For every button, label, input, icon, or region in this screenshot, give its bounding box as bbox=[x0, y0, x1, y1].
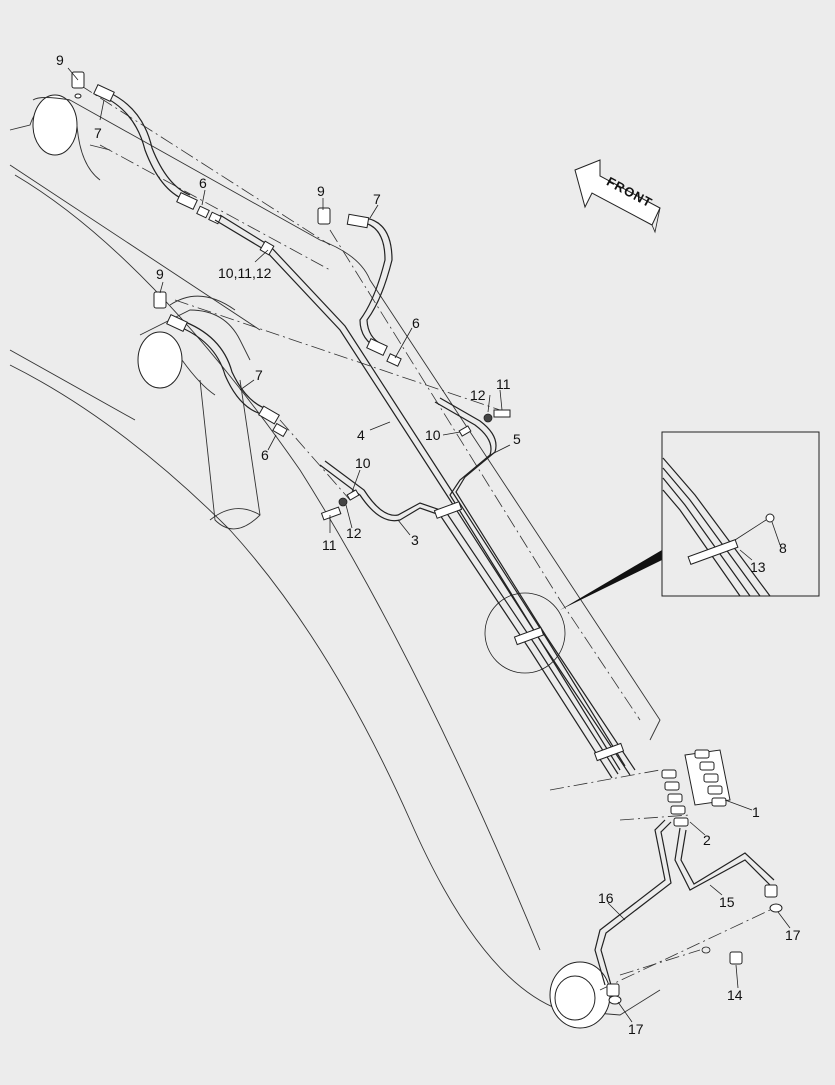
callout-11b: 11 bbox=[322, 537, 337, 553]
pipe-4 bbox=[214, 214, 626, 771]
bolt-set-lower bbox=[320, 489, 360, 521]
callout-14: 14 bbox=[727, 987, 743, 1003]
callout-2: 2 bbox=[703, 832, 711, 848]
front-direction-arrow: FRONT bbox=[574, 159, 661, 234]
boom-outline bbox=[9, 98, 661, 1016]
elbow-fitting-9a bbox=[71, 71, 85, 99]
clamp-a bbox=[259, 240, 275, 256]
manifold-block bbox=[661, 749, 731, 827]
callout-9a: 9 bbox=[56, 52, 64, 68]
callout-1: 1 bbox=[752, 804, 760, 820]
bolt-set-upper bbox=[458, 409, 511, 437]
callout-7b: 7 bbox=[373, 191, 381, 207]
pipe-5 bbox=[434, 397, 636, 776]
hose-middle bbox=[346, 213, 393, 351]
callout-7c: 7 bbox=[255, 367, 263, 383]
centerlines bbox=[79, 84, 771, 991]
callout-6b: 6 bbox=[412, 315, 420, 331]
adapter-6b bbox=[366, 338, 402, 367]
end-fittings bbox=[606, 884, 783, 1005]
callout-8: 8 bbox=[779, 540, 787, 556]
hose-upper bbox=[93, 84, 191, 201]
pipe-16 bbox=[594, 819, 672, 986]
elbow-fitting-9b bbox=[317, 207, 331, 225]
callout-10-11-12: 10,11,12 bbox=[218, 265, 272, 281]
callout-6a: 6 bbox=[199, 175, 207, 191]
callout-12b: 12 bbox=[346, 525, 362, 541]
callout-12a: 12 bbox=[470, 387, 486, 403]
callout-16: 16 bbox=[598, 890, 614, 906]
elbow-fitting-9c bbox=[153, 291, 167, 309]
callout-17b: 17 bbox=[628, 1021, 644, 1037]
pipe-15 bbox=[674, 827, 775, 891]
callout-3: 3 bbox=[411, 532, 419, 548]
callout-15: 15 bbox=[719, 894, 735, 910]
callout-6c: 6 bbox=[261, 447, 269, 463]
arm-cylinder bbox=[137, 295, 261, 530]
adapter-6a bbox=[176, 192, 222, 225]
callout-9c: 9 bbox=[156, 266, 164, 282]
callout-7a: 7 bbox=[94, 125, 102, 141]
callout-5: 5 bbox=[513, 431, 521, 447]
clamp-d bbox=[593, 742, 625, 762]
pipe-3 bbox=[319, 460, 619, 779]
callout-4: 4 bbox=[357, 427, 365, 443]
detail-circle bbox=[484, 550, 662, 674]
callout-13: 13 bbox=[750, 559, 766, 575]
boom-foot-eye bbox=[32, 94, 111, 181]
callout-labels: 9 7 6 10,11,12 9 7 6 9 7 6 12 11 10 5 4 … bbox=[56, 52, 801, 1037]
arm-end-eye bbox=[549, 961, 611, 1029]
callout-11a: 11 bbox=[496, 376, 511, 392]
clamp-c bbox=[513, 626, 545, 646]
callout-17a: 17 bbox=[785, 927, 801, 943]
detail-inset bbox=[661, 431, 820, 597]
callout-10a: 10 bbox=[425, 427, 441, 443]
leader-lines bbox=[67, 67, 791, 1023]
clamp-b bbox=[433, 501, 463, 519]
callout-9b: 9 bbox=[317, 183, 325, 199]
adapter-6c bbox=[258, 405, 288, 438]
hose-lower bbox=[166, 314, 271, 416]
callout-10b: 10 bbox=[355, 455, 371, 471]
